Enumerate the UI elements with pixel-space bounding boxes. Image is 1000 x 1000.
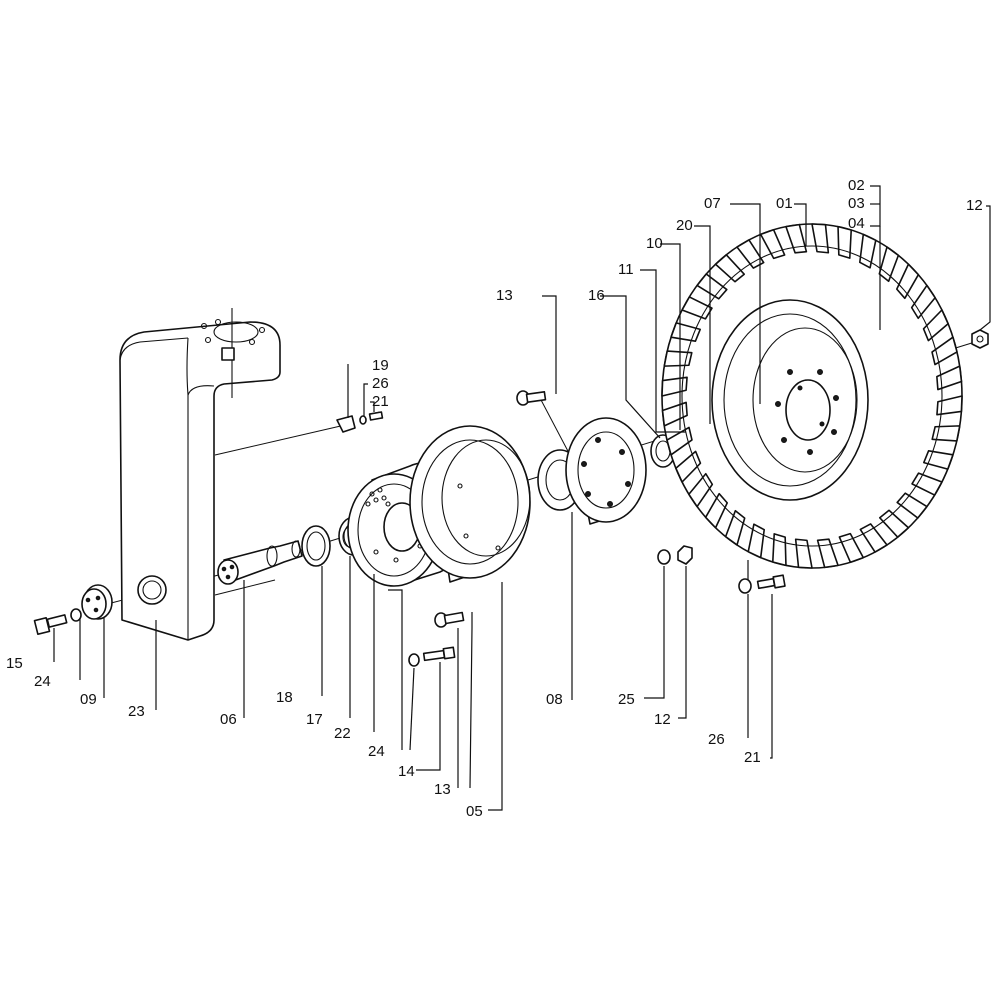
tread-lug — [878, 246, 900, 283]
tread-lug — [878, 509, 910, 538]
callout-15: 15 — [6, 655, 23, 672]
callout-02: 02 — [848, 177, 865, 194]
end-cap-assembly — [33, 584, 113, 636]
tread-lug — [724, 509, 746, 546]
callout-20: 20 — [676, 217, 693, 234]
rim-ring — [409, 425, 531, 583]
hub-flange — [537, 417, 647, 525]
tread-lug — [747, 523, 766, 559]
support-bracket — [119, 308, 281, 641]
callout-13-lower: 13 — [434, 781, 451, 798]
washer-25-nut-12 — [657, 545, 693, 565]
callout-21-lower: 21 — [744, 749, 761, 766]
tread-lug — [736, 239, 765, 269]
callout-09: 09 — [80, 691, 97, 708]
callout-04: 04 — [848, 215, 865, 232]
callout-labels: 01 02 03 04 05 06 07 08 09 10 11 12 12 1… — [6, 177, 983, 820]
callout-06: 06 — [220, 711, 237, 728]
tread-lug — [858, 233, 877, 269]
tread-lug — [681, 296, 713, 320]
bolt-13-lower — [434, 611, 465, 628]
callout-05: 05 — [466, 803, 483, 820]
tread-lug — [661, 376, 688, 397]
callout-14: 14 — [398, 763, 415, 780]
callout-24-lower: 24 — [368, 743, 385, 760]
callout-12-lower: 12 — [654, 711, 671, 728]
callout-19: 19 — [372, 357, 389, 374]
bolt-13-upper — [516, 390, 547, 406]
callout-23: 23 — [128, 703, 145, 720]
callout-25: 25 — [618, 691, 635, 708]
tread-lug — [911, 472, 943, 496]
tread-lug — [696, 273, 728, 300]
callout-01: 01 — [776, 195, 793, 212]
tread-lug — [896, 492, 928, 519]
spindle — [217, 540, 303, 585]
callout-03: 03 — [848, 195, 865, 212]
callout-21-upper: 21 — [372, 393, 389, 410]
clip-19-assembly — [336, 411, 384, 433]
callout-07: 07 — [704, 195, 721, 212]
tread-lug — [859, 523, 888, 553]
tread-lug — [771, 533, 787, 567]
callout-08: 08 — [546, 691, 563, 708]
washer-26-bolt-21-lower — [738, 574, 786, 594]
tread-lug — [704, 492, 729, 529]
tread-lug — [688, 472, 714, 508]
tread-lug — [785, 223, 808, 254]
leader-lines — [53, 185, 991, 811]
tread-lug — [936, 365, 963, 391]
seal-ring — [301, 525, 331, 567]
tire-and-wheel — [661, 223, 963, 569]
callout-26-lower: 26 — [708, 731, 725, 748]
callout-24-left: 24 — [34, 673, 51, 690]
bolt-14-and-washer — [408, 646, 456, 667]
callout-17: 17 — [306, 711, 323, 728]
tread-lug — [936, 395, 963, 416]
callout-13-upper: 13 — [496, 287, 513, 304]
callout-11: 11 — [618, 261, 634, 278]
callout-12-upper: 12 — [966, 197, 983, 214]
tread-lug — [816, 538, 839, 569]
callout-26-upper: 26 — [372, 375, 389, 392]
tread-lug — [895, 263, 920, 300]
callout-16: 16 — [588, 287, 605, 304]
tread-lug — [714, 254, 746, 283]
callout-10: 10 — [646, 235, 663, 252]
callout-22: 22 — [334, 725, 351, 742]
callout-18: 18 — [276, 689, 293, 706]
tread-lug — [910, 284, 936, 320]
nut-12-upper — [971, 329, 989, 349]
